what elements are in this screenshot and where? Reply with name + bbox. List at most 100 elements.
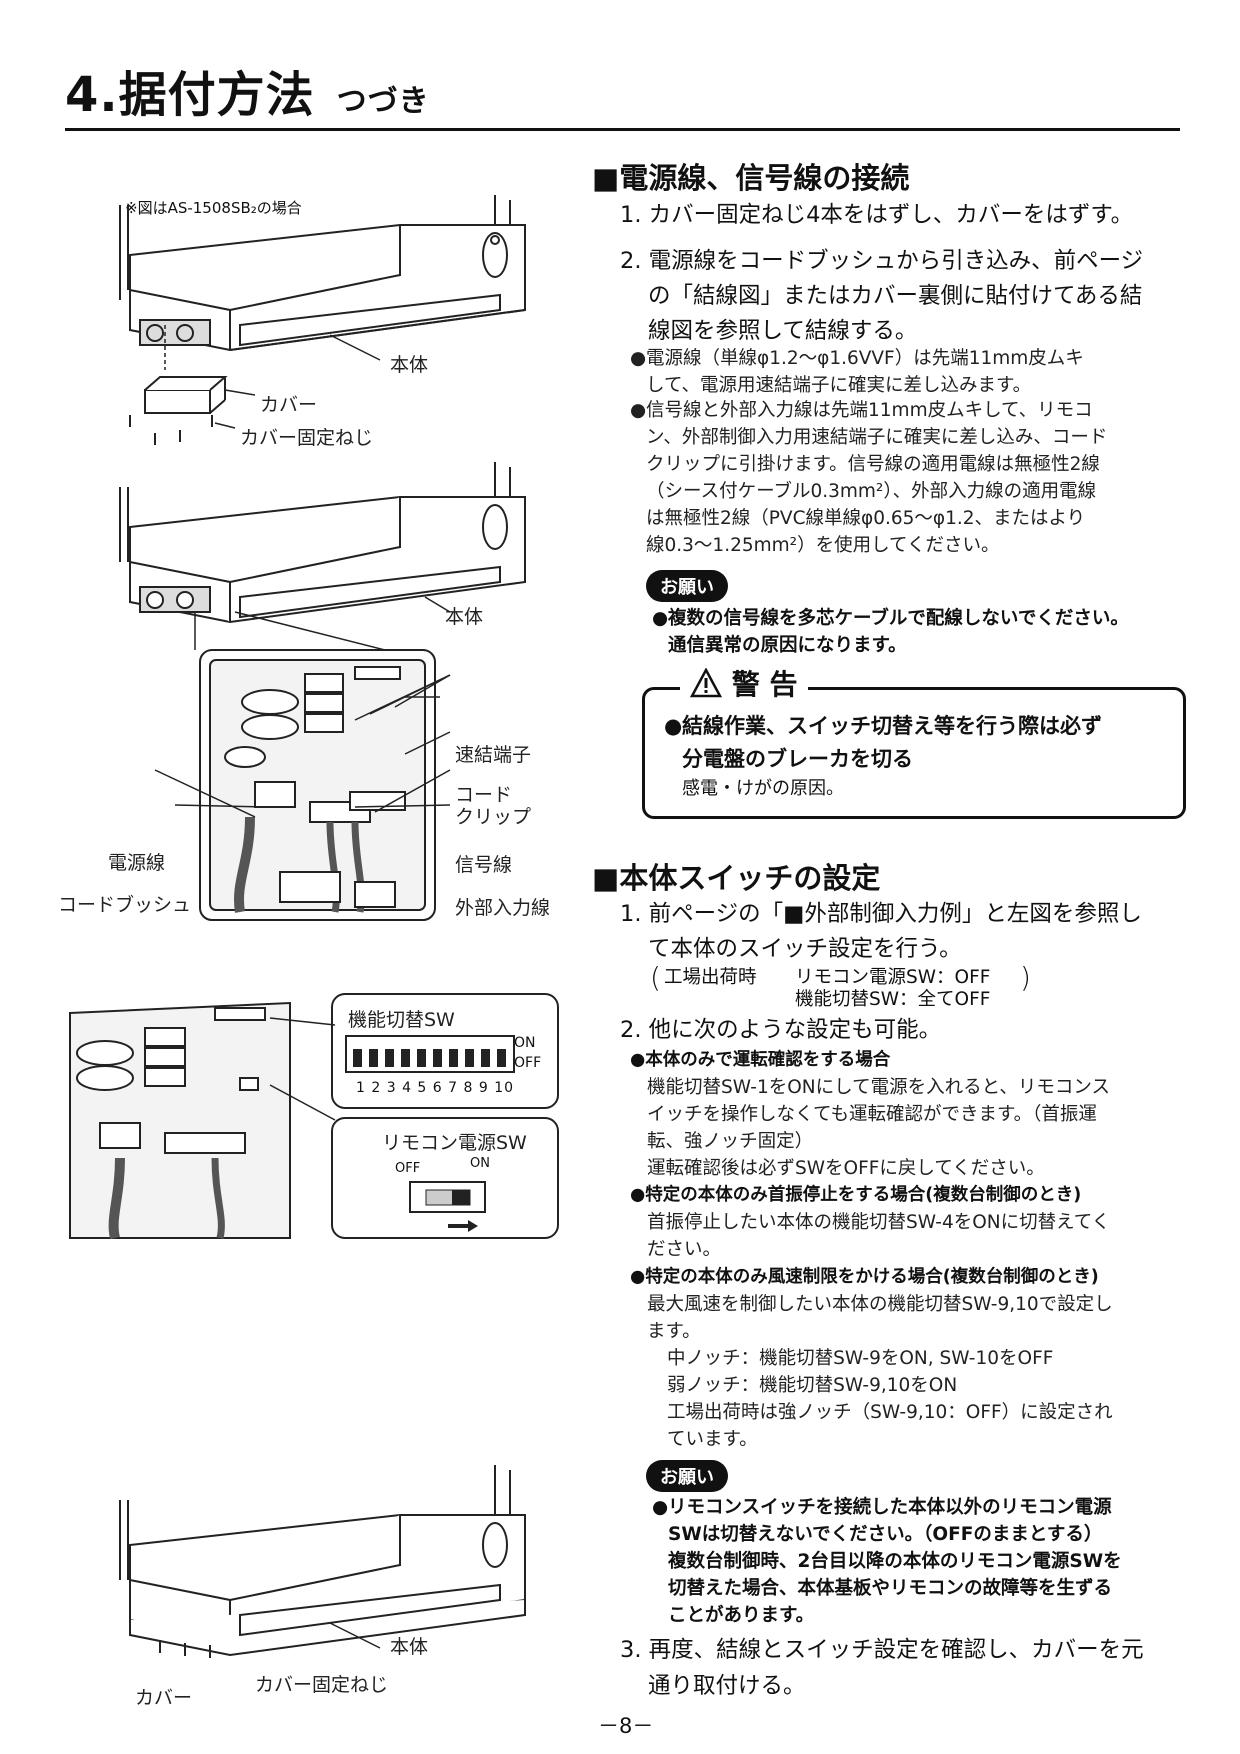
figure-unit-wiring (119, 462, 526, 921)
request-badge-2: お願い (646, 1460, 728, 1492)
remote-on-label: ON (470, 1156, 490, 1171)
dip-lever (481, 1049, 490, 1067)
label-cord-clip: コード クリップ (455, 784, 532, 828)
dip-on-label: ON (514, 1035, 536, 1051)
figure-unit-cover-install (119, 1465, 526, 1658)
label-body-2: 本体 (445, 606, 484, 628)
label-terminal: 速結端子 (455, 744, 532, 766)
request-note-2: ● リモコンスイッチを接続した本体以外のリモコン電源 SWは切替えないでください… (652, 1494, 1192, 1629)
label-remote-power-switch: リモコン電源SW (382, 1132, 527, 1154)
label-body-1: 本体 (390, 354, 429, 376)
case-operation-check: ●本体のみで運転確認をする場合 機能切替SW-1をONにして電源を入れると、リモ… (630, 1047, 1190, 1182)
request-note-1: ● 複数の信号線を多芯ケーブルで配線しないでください。 通信異常の原因になります… (652, 605, 1192, 659)
dip-lever (433, 1049, 442, 1067)
case-heading: 特定の本体のみ首振停止をする場合(複数台制御のとき) (645, 1185, 1082, 1205)
bullet-text: 線0.3～1.25mm²）を使用してください。 (646, 535, 1000, 556)
label-function-switch: 機能切替SW (348, 1009, 455, 1031)
label-body-4: 本体 (390, 1636, 429, 1658)
wiring-step-2-line2: の「結線図」またはカバー裏側に貼付けてある結 (648, 283, 1143, 309)
figure-note: ※図はAS-1508SB₂の場合 (125, 199, 302, 217)
section-heading-wiring: ■電源線、信号線の接続 (592, 161, 910, 195)
dip-lever (449, 1049, 458, 1067)
case-heading: 本体のみで運転確認をする場合 (645, 1050, 891, 1070)
bracket-right: ) (1020, 961, 1031, 994)
bullet-text: （シース付ケーブル0.3mm²）、外部入力線の適用電線 (646, 481, 1097, 502)
bullet-text: は無極性2線（PVC線単線φ0.65～φ1.2、またはより (646, 508, 1086, 529)
bullet-text: ン、外部制御入力用速結端子に確実に差し込み、コード (646, 427, 1108, 448)
page-subtitle: つづき (336, 84, 430, 119)
label-power-line: 電源線 (108, 852, 166, 874)
warning-title: 警 告 (680, 668, 808, 702)
label-signal-line: 信号線 (455, 854, 513, 876)
warning-triangle-icon (690, 668, 722, 698)
bullet-text: クリップに引掛けます。信号線の適用電線は無極性2線 (646, 454, 1100, 475)
request-text: 通信異常の原因になります。 (668, 635, 907, 656)
case-text: 最大風速を制御したい本体の機能切替SW-9,10で設定し (647, 1294, 1113, 1315)
wiring-step-1: 1. カバー固定ねじ4本をはずし、カバーをはずす。 (620, 202, 1134, 228)
case-text: 運転確認後は必ずSWをOFFに戻してください。 (647, 1158, 1045, 1179)
label-cord-bush: コードブッシュ (58, 894, 192, 916)
dip-numbers: 1 2 3 4 5 6 7 8 9 10 (356, 1080, 515, 1096)
case-speed-limit: ●特定の本体のみ風速制限をかける場合(複数台制御のとき) 最大風速を制御したい本… (630, 1264, 1210, 1453)
wiring-step-2-line1: 2. 電源線をコードブッシュから引き込み、前ページ (620, 248, 1144, 274)
switch-step-2: 2. 他に次のような設定も可能。 (620, 1017, 942, 1043)
page-number: －8－ (598, 1714, 654, 1738)
case-text: 首振停止したい本体の機能切替SW-4をONに切替えてく (647, 1212, 1111, 1233)
factory-label: 工場出荷時 (664, 967, 757, 988)
warning-body: ● 結線作業、スイッチ切替え等を行う際は必ず 分電盤のブレーカを切る (664, 710, 1174, 776)
header-rule (65, 128, 1180, 131)
request-text: リモコンスイッチを接続した本体以外のリモコン電源 (668, 1497, 1112, 1518)
case-heading: 特定の本体のみ風速制限をかける場合(複数台制御のとき) (645, 1267, 1099, 1287)
switch-step-1-line2: て本体のスイッチ設定を行う。 (648, 936, 962, 962)
label-cover-4: カバー (135, 1687, 193, 1709)
callout-remote-switch (331, 1117, 559, 1239)
case-text: イッチを操作しなくても運転確認ができます。（首振運 (647, 1104, 1097, 1125)
wiring-step-2-line3: 線図を参照して結線する。 (648, 318, 918, 344)
dip-off-label: OFF (514, 1055, 542, 1071)
case-subtext: 弱ノッチ：機能切替SW-9,10をON (667, 1375, 958, 1396)
request-text: ことがあります。 (668, 1605, 815, 1626)
request-text: 複数の信号線を多芯ケーブルで配線しないでください。 (668, 608, 1129, 629)
section-heading-switch: ■本体スイッチの設定 (592, 861, 881, 895)
dip-lever (417, 1049, 426, 1067)
slide-switch (409, 1181, 486, 1232)
figure-unit-cover-removed (119, 195, 526, 445)
label-cover-1: カバー (260, 394, 318, 416)
request-text: SWは切替えないでください。（OFFのままとする） (668, 1524, 1103, 1545)
figure-switch-board (69, 1001, 291, 1240)
case-swing-stop: ●特定の本体のみ首振停止をする場合(複数台制御のとき) 首振停止したい本体の機能… (630, 1182, 1210, 1263)
warning-text: 分電盤のブレーカを切る (682, 747, 913, 771)
bullet-text: 電源線（単線φ1.2～φ1.6VVF）は先端11mm皮ムキ (646, 348, 1084, 369)
label-cover-screw-1: カバー固定ねじ (240, 427, 374, 449)
label-cover-screw-4: カバー固定ねじ (255, 1674, 389, 1696)
dip-lever (369, 1049, 378, 1067)
bullet-text: 信号線と外部入力線は先端11mm皮ムキして、リモコ (646, 400, 1093, 421)
request-badge-1: お願い (646, 570, 728, 602)
dip-lever (385, 1049, 394, 1067)
case-text: 転、強ノッチ固定） (647, 1131, 814, 1152)
page-title: 4.据付方法つづき (65, 67, 430, 123)
bullet-text: して、電源用速結端子に確実に差し込みます。 (646, 375, 1032, 396)
dip-lever (401, 1049, 410, 1067)
switch-step-3-line1: 3. 再度、結線とスイッチ設定を確認し、カバーを元 (620, 1637, 1144, 1663)
label-external-line: 外部入力線 (455, 897, 551, 919)
case-subtext: ています。 (667, 1429, 758, 1450)
case-subtext: 工場出荷時は強ノッチ（SW-9,10：OFF）に設定され (667, 1402, 1113, 1423)
dip-switch (345, 1035, 515, 1073)
bracket-left: ( (650, 961, 661, 994)
switch-leader-lines (269, 1017, 336, 1121)
remote-off-label: OFF (395, 1161, 421, 1176)
switch-step-1-line1: 1. 前ページの「■外部制御入力例」と左図を参照し (620, 901, 1142, 927)
dip-lever (497, 1049, 506, 1067)
dip-lever (465, 1049, 474, 1067)
request-text: 切替えた場合、本体基板やリモコンの故障等を生ずる (668, 1578, 1113, 1599)
warning-note: 感電・けがの原因。 (682, 778, 844, 799)
dip-lever (353, 1049, 362, 1067)
case-text: ます。 (647, 1321, 701, 1342)
case-subtext: 中ノッチ：機能切替SW-9をON, SW-10をOFF (667, 1348, 1054, 1369)
callout-function-switch (331, 993, 559, 1109)
factory-function-sw: 機能切替SW：全てOFF (795, 989, 991, 1010)
case-text: 機能切替SW-1をONにして電源を入れると、リモコンス (647, 1077, 1110, 1098)
factory-remote-sw: リモコン電源SW：OFF (795, 967, 991, 988)
case-text: ださい。 (647, 1239, 722, 1260)
